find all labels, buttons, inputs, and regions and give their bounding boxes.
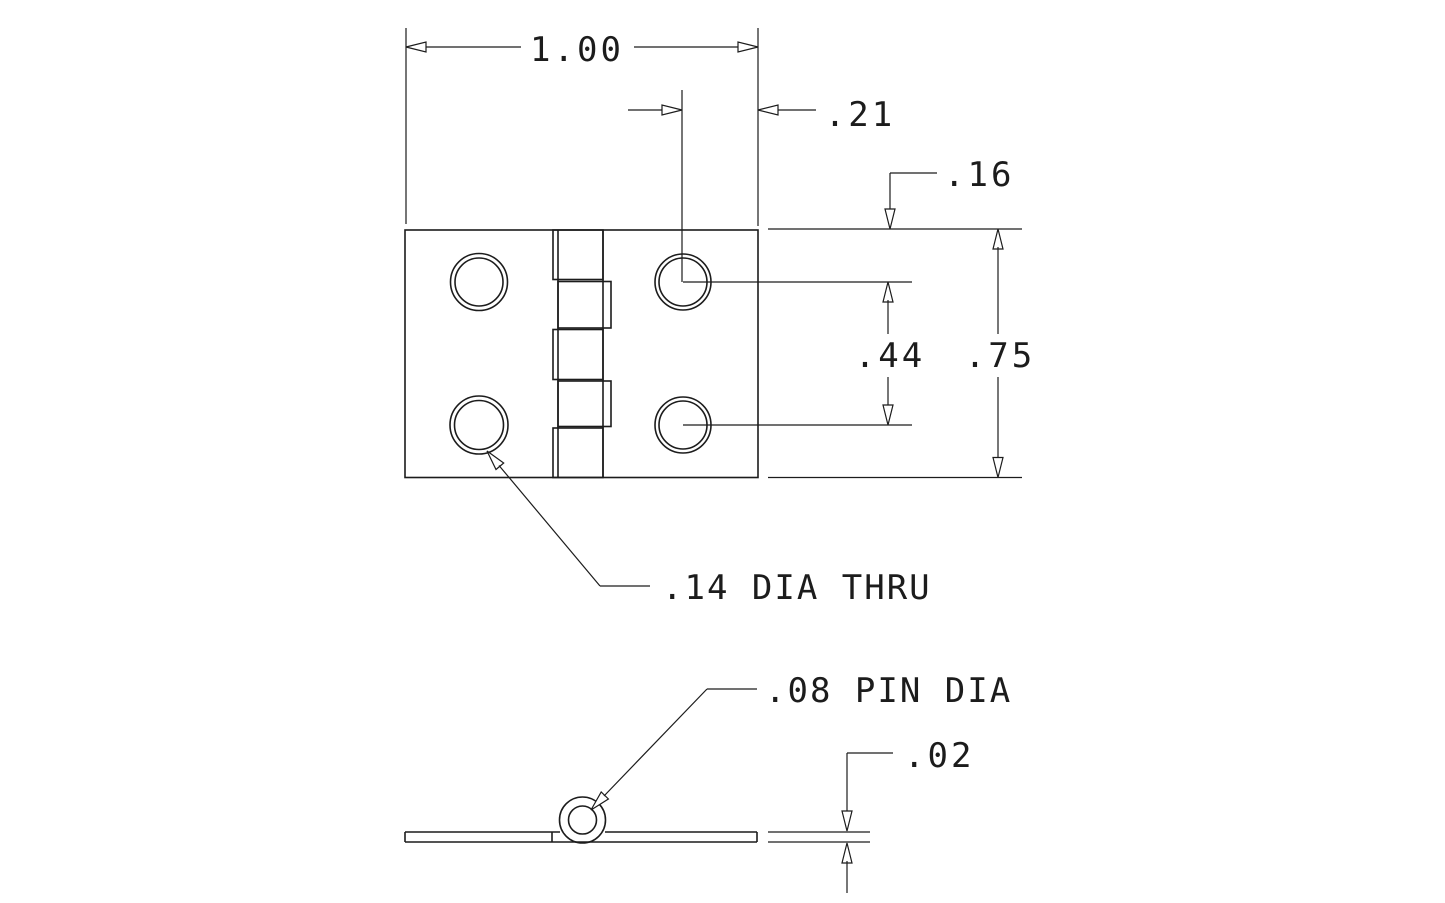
dim-hole-edge-offset-label: .21 xyxy=(825,95,895,135)
arrow-down-icon xyxy=(992,456,1004,478)
left-leaf-knuckles xyxy=(552,229,604,479)
top-view xyxy=(404,229,759,479)
pin-barrel xyxy=(558,796,607,844)
right-leaf-knuckles xyxy=(557,280,612,428)
arrow-down-icon xyxy=(882,404,894,426)
dim-hole-spacing: .44 xyxy=(855,281,925,426)
arrow-left-icon xyxy=(405,41,427,53)
arrow-up-icon xyxy=(841,842,853,864)
dim-overall-height-label: .75 xyxy=(965,336,1035,376)
arrow-right-icon xyxy=(737,41,759,53)
note-pin-diameter: .08 PIN DIA xyxy=(590,671,1012,811)
arrow-down-icon xyxy=(841,810,853,832)
note-pin-diameter-label: .08 PIN DIA xyxy=(765,671,1012,711)
right-extension-lines xyxy=(683,228,1022,479)
screw-holes xyxy=(449,252,712,455)
note-hole-diameter: .14 DIA THRU xyxy=(486,450,932,608)
arrow-left-icon xyxy=(757,104,779,116)
dim-hole-edge-offset: .21 xyxy=(628,90,895,282)
leader-arrow-icon xyxy=(486,450,505,471)
hole-bottom-left xyxy=(449,395,509,455)
dim-hole-spacing-label: .44 xyxy=(855,336,925,376)
dim-overall-width-label: 1.00 xyxy=(530,30,624,70)
side-view xyxy=(404,796,870,844)
hole-top-left xyxy=(449,252,509,312)
hinge-outline xyxy=(404,229,759,479)
dim-overall-height: .75 xyxy=(965,228,1035,478)
arrow-up-icon xyxy=(992,228,1004,250)
dim-hole-top-offset-label: .16 xyxy=(944,155,1014,195)
dim-overall-width: 1.00 xyxy=(405,28,759,226)
arrow-down-icon xyxy=(884,208,896,230)
dim-leaf-thickness-label: .02 xyxy=(904,736,974,776)
note-hole-diameter-label: .14 DIA THRU xyxy=(662,568,932,608)
barrel-column xyxy=(557,230,604,478)
arrow-up-icon xyxy=(882,281,894,303)
dim-hole-top-offset: .16 xyxy=(884,155,1014,230)
dim-leaf-thickness: .02 xyxy=(841,736,974,893)
arrow-right-icon xyxy=(661,104,683,116)
